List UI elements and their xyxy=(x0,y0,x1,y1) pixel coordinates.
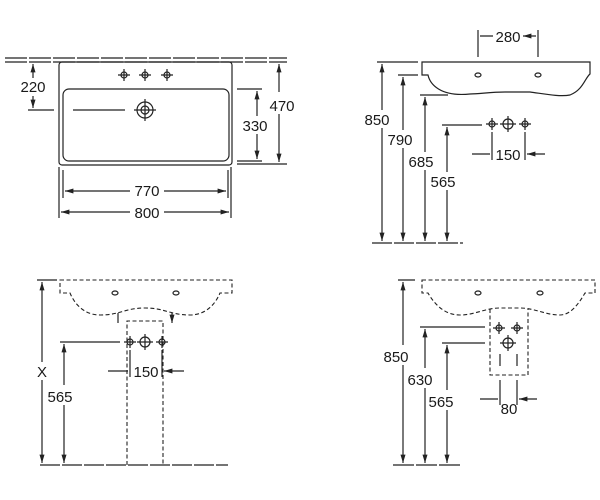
tap-hole-icon xyxy=(160,68,174,82)
dim-80: 80 xyxy=(501,401,518,418)
top-view: 220 330 470 770 800 xyxy=(5,58,295,222)
dim-565: 565 xyxy=(430,174,455,191)
dim-470: 470 xyxy=(269,98,294,115)
basin-profile xyxy=(421,61,591,97)
dim-330: 330 xyxy=(242,118,267,135)
dim-800: 800 xyxy=(134,205,159,222)
valve-icon xyxy=(155,335,169,349)
valve-icon xyxy=(499,115,517,133)
drain-icon xyxy=(134,99,156,121)
tap-hole-icon xyxy=(138,68,152,82)
dim-x: X xyxy=(37,364,47,381)
drain-icon xyxy=(499,334,517,352)
side-view: 280 850 790 685 565 150 xyxy=(364,29,591,243)
basin-outline-dashed xyxy=(421,279,596,316)
dim-790: 790 xyxy=(387,132,412,149)
dim-565: 565 xyxy=(47,389,72,406)
siphon-outline xyxy=(489,309,529,376)
dim-280: 280 xyxy=(495,29,520,46)
dim-850: 850 xyxy=(383,349,408,366)
pedestal-outline xyxy=(126,320,164,465)
basin-outline-dashed xyxy=(59,279,233,316)
valve-icon xyxy=(485,117,499,131)
valve-icon xyxy=(492,321,506,335)
dim-565: 565 xyxy=(428,394,453,411)
dim-685: 685 xyxy=(408,154,433,171)
bowl-outline xyxy=(62,88,230,162)
basin-outline xyxy=(58,61,233,166)
valve-icon xyxy=(518,117,532,131)
front-pedestal-view: X 565 150 xyxy=(37,279,233,465)
dim-770: 770 xyxy=(134,183,159,200)
valve-icon xyxy=(510,321,524,335)
side-pedestal-view: 80 850 630 565 xyxy=(383,279,596,465)
valve-icon xyxy=(136,333,154,351)
dim-850: 850 xyxy=(364,112,389,129)
dim-220: 220 xyxy=(20,79,45,96)
valve-icon xyxy=(123,335,137,349)
dim-150: 150 xyxy=(495,147,520,164)
dim-630: 630 xyxy=(407,372,432,389)
tap-hole-icon xyxy=(117,68,131,82)
dim-150: 150 xyxy=(133,364,158,381)
